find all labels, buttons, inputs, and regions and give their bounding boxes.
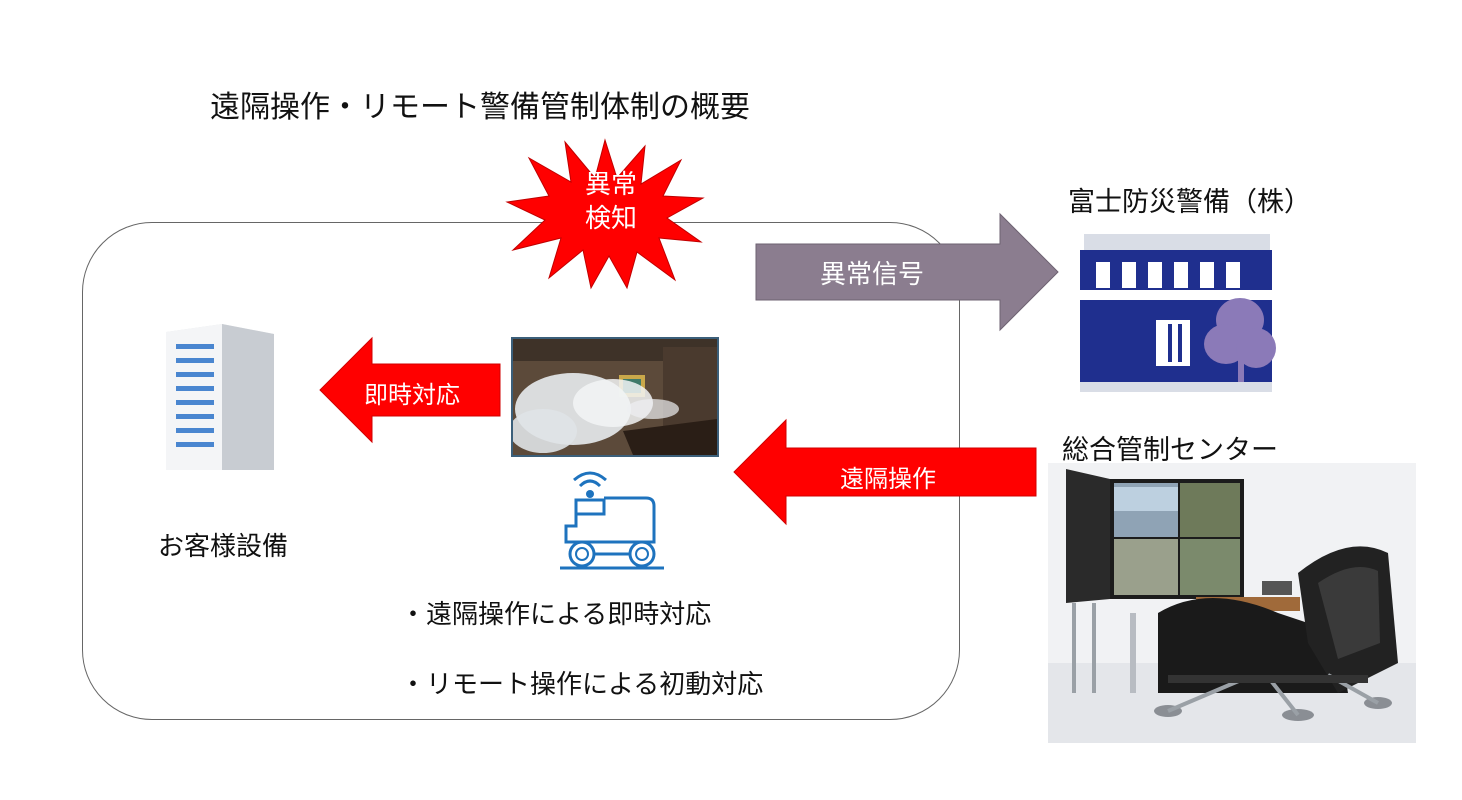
robot-icon [560,471,664,570]
control-center-photo [1048,463,1416,743]
bullet-item: ・リモート操作による初動対応 [400,670,764,700]
signal-arrow-label: 異常信号 [820,260,925,290]
alert-burst-label: 異常 検知 [556,168,666,236]
remote-operation-arrow [733,418,1037,526]
alert-burst-icon [505,138,705,290]
page-title: 遠隔操作・リモート警備管制体制の概要 [210,90,750,125]
immediate-response-arrow [319,336,501,444]
alert-burst-line1: 異常 [584,170,637,200]
company-name: 富士防災警備（株） [1068,187,1311,218]
customer-facility-label: お客様設備 [158,532,289,562]
company-building-icon [1080,234,1276,392]
customer-building-icon [166,324,274,470]
smoke-room-photo [511,337,719,457]
alert-burst-line2: 検知 [584,204,637,234]
remote-operation-label: 遠隔操作 [840,465,936,493]
control-center-name: 総合管制センター [1062,435,1278,466]
bullet-item: ・遠隔操作による即時対応 [400,600,712,630]
signal-arrow [755,212,1059,332]
immediate-response-label: 即時対応 [364,381,460,409]
